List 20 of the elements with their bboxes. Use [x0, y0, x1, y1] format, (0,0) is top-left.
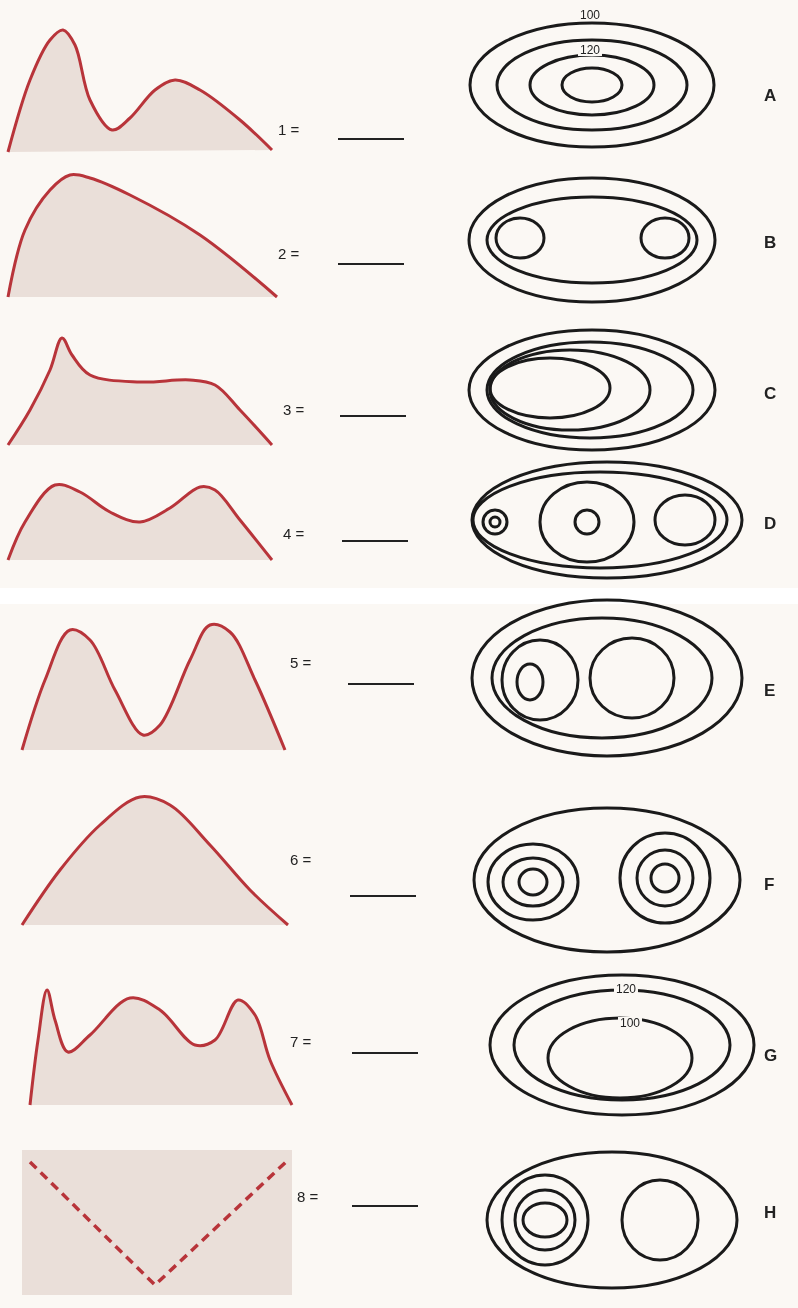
map-letter: A	[764, 87, 777, 104]
map-letter: D	[764, 515, 777, 532]
contour-label: 120	[578, 44, 602, 56]
map-letter: H	[764, 1204, 777, 1221]
question-number: 3 =	[283, 402, 305, 417]
map-letter: F	[764, 876, 775, 893]
map-letter: G	[764, 1047, 778, 1064]
question-number: 2 =	[278, 246, 300, 261]
contour-label: 100	[618, 1017, 642, 1029]
question-number: 1 =	[278, 122, 300, 137]
question-number: 7 =	[290, 1034, 312, 1049]
map-letter: B	[764, 234, 777, 251]
question-number: 4 =	[283, 526, 305, 541]
question-number: 6 =	[290, 852, 312, 867]
map-letter: E	[764, 682, 776, 699]
question-number: 8 =	[297, 1189, 319, 1204]
map-letter: C	[764, 385, 777, 402]
question-number: 5 =	[290, 655, 312, 670]
contour-label: 120	[614, 983, 638, 995]
contour-label: 100	[578, 9, 602, 21]
